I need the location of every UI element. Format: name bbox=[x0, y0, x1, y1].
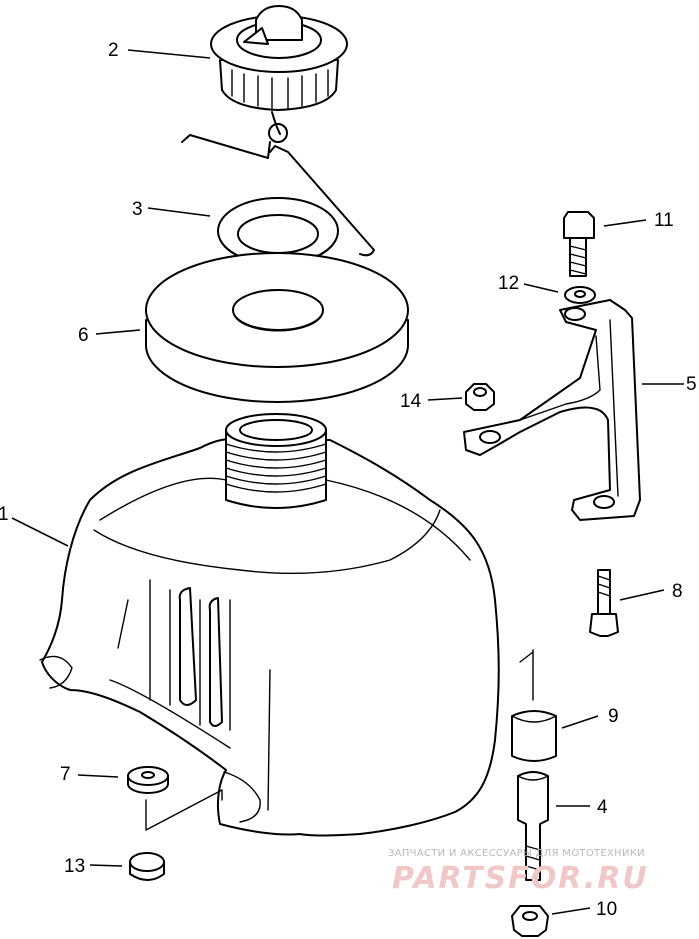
part-7-grommet bbox=[127, 766, 169, 794]
part-8-stud-bolt bbox=[589, 569, 619, 637]
callout-1: 1 bbox=[0, 504, 9, 525]
callout-6: 6 bbox=[78, 325, 89, 346]
assembly-guide-lines bbox=[145, 649, 534, 831]
part-11-bolt bbox=[563, 211, 595, 277]
watermark: ЗАПЧАСТИ И АКСЕССУАРЫ ДЛЯ МОТОТЕХНИКИ PA… bbox=[388, 848, 649, 896]
part-6-foam-pad bbox=[145, 252, 409, 403]
callout-2: 2 bbox=[108, 40, 119, 61]
callout-14: 14 bbox=[400, 391, 422, 412]
part-2-fuel-cap bbox=[210, 5, 348, 111]
leader-lines bbox=[11, 49, 684, 915]
part-14-nut bbox=[465, 383, 495, 411]
part-12-washer bbox=[564, 286, 596, 304]
watermark-tagline: ЗАПЧАСТИ И АКСЕССУАРЫ ДЛЯ МОТОТЕХНИКИ bbox=[388, 848, 645, 859]
part-9-rubber-mount bbox=[511, 710, 557, 762]
callout-10: 10 bbox=[596, 899, 617, 920]
callout-8: 8 bbox=[672, 581, 683, 602]
callout-13: 13 bbox=[64, 856, 85, 877]
part-1-fuel-tank bbox=[39, 413, 500, 837]
part-10-nut bbox=[511, 905, 549, 937]
callout-numbers: 1 2 3 4 5 6 7 8 9 10 11 12 13 14 bbox=[0, 40, 697, 920]
callout-11: 11 bbox=[654, 210, 674, 231]
callout-12: 12 bbox=[498, 273, 519, 294]
cap-retainer-wire bbox=[181, 111, 375, 257]
watermark-brand: PARTSFOR.RU bbox=[392, 861, 649, 896]
part-13-cap-plug bbox=[129, 852, 165, 881]
part-5-bracket bbox=[463, 299, 641, 521]
callout-7: 7 bbox=[60, 764, 71, 785]
part-4-spacer-stud bbox=[517, 771, 549, 881]
callout-4: 4 bbox=[597, 797, 608, 818]
callout-9: 9 bbox=[608, 706, 619, 727]
callout-3: 3 bbox=[132, 199, 143, 220]
callout-5: 5 bbox=[686, 374, 697, 395]
